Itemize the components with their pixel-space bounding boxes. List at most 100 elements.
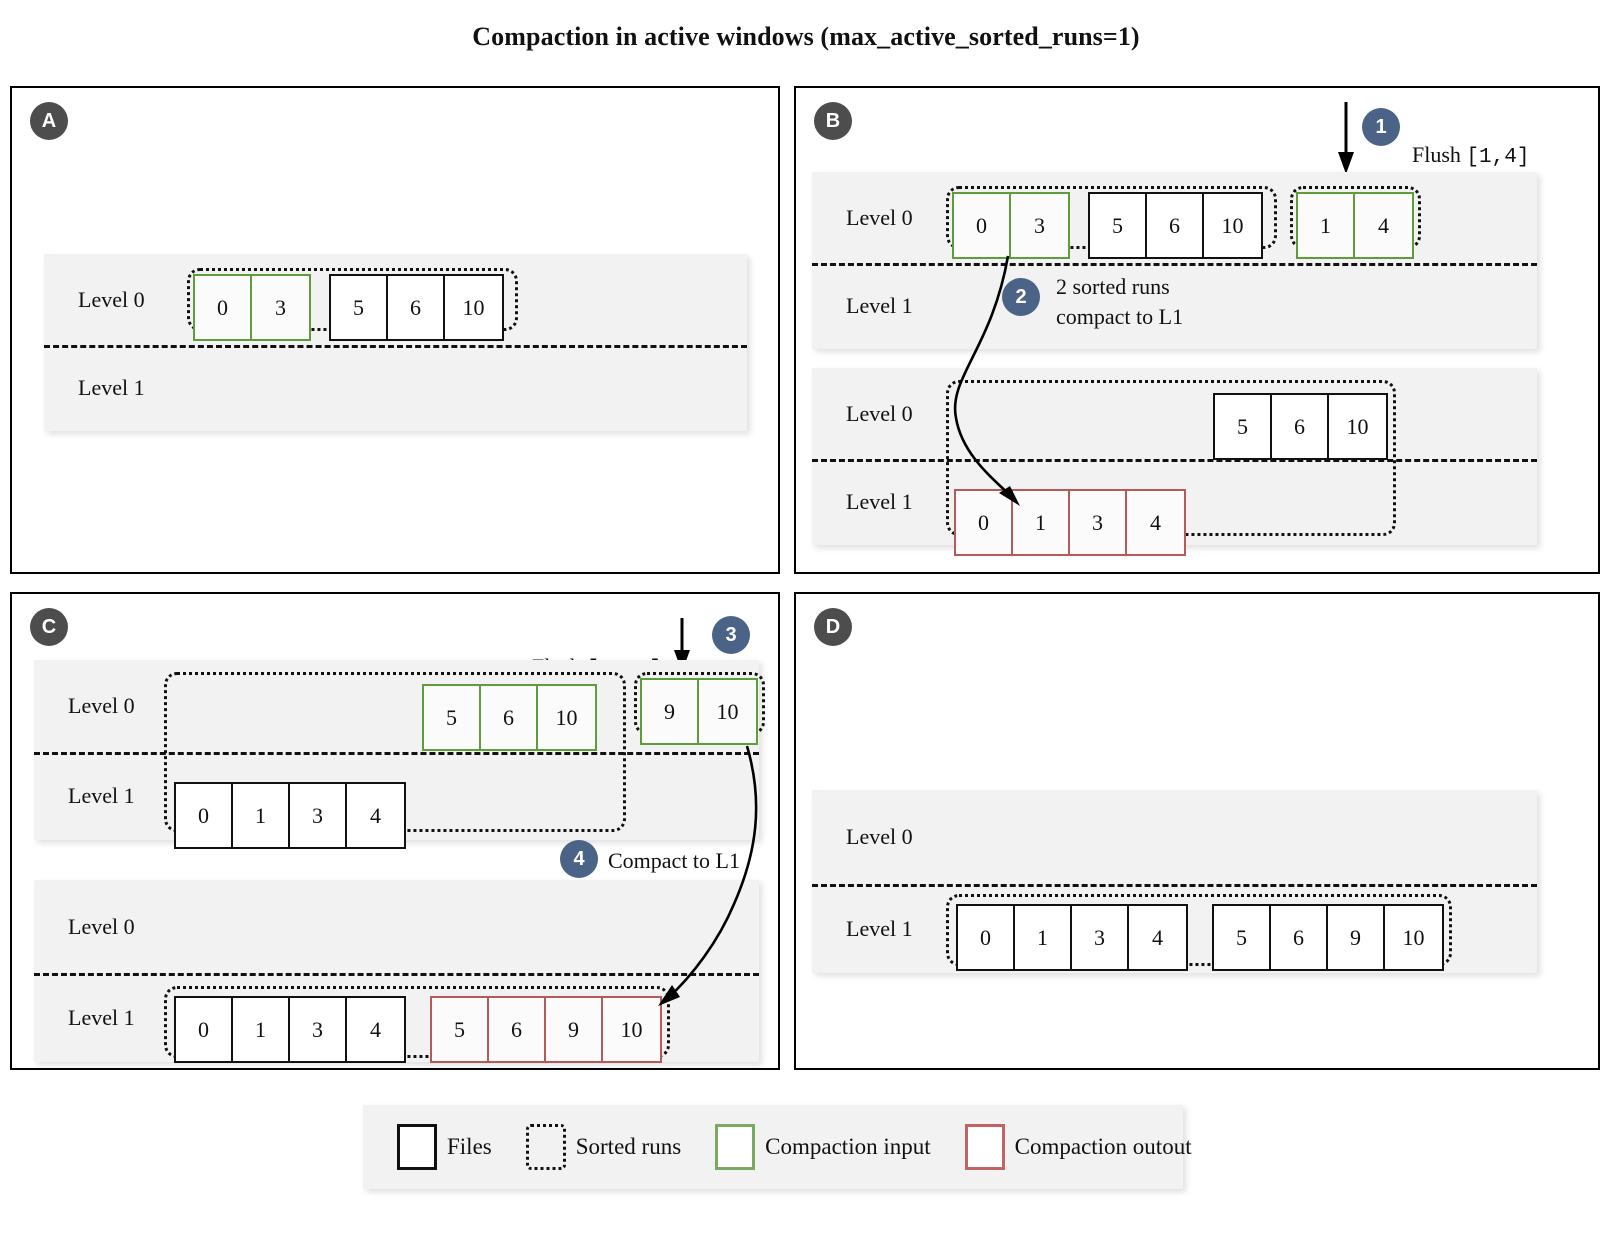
file-cell: 4	[347, 998, 404, 1061]
panel-d-level-divider	[812, 884, 1537, 887]
flush-range: [1,4]	[1466, 145, 1530, 169]
file-cell: 6	[1147, 194, 1204, 257]
panel-b-before-level0-row: Level 0	[812, 172, 1537, 263]
panel-c-after-band: Level 0 Level 1 0 1 3 4 5 6 9 10	[34, 880, 759, 1063]
file-cell: 0	[958, 906, 1015, 969]
panel-a-level-band: Level 0 Level 1 0 3 5 6 10	[44, 254, 747, 431]
file-cell: 6	[481, 686, 538, 749]
panel-b-before-level1-row: Level 1	[812, 263, 1537, 349]
panel-c-after-level0-row: Level 0	[34, 880, 759, 973]
panel-b-after-divider	[812, 459, 1537, 462]
panel-c: C Flush [9,10] 3 Level 0 Level 1 5 6 10	[10, 592, 780, 1070]
panel-d: D Level 0 Level 1 0 1 3 4 5 6 9 10	[794, 592, 1600, 1070]
file-cell: 3	[290, 998, 347, 1061]
files-swatch-icon	[397, 1124, 437, 1170]
file-cell: 3	[1011, 194, 1068, 257]
file-cell: 0	[176, 998, 233, 1061]
file-cell: 3	[290, 784, 347, 847]
legend: Files Sorted runs Compaction input Compa…	[363, 1105, 1192, 1189]
level0-label: Level 0	[846, 204, 913, 230]
file-group: 5 6 10	[422, 684, 597, 751]
legend-label: Sorted runs	[575, 1134, 682, 1159]
file-cell: 0	[954, 194, 1011, 257]
file-cell: 1	[1015, 906, 1072, 969]
file-group: 0 1 3 4	[954, 489, 1186, 556]
file-group: 5 6 9 10	[430, 996, 662, 1063]
file-cell: 5	[331, 276, 388, 339]
panel-b-before-divider	[812, 263, 1537, 266]
level1-label: Level 1	[846, 293, 913, 318]
legend-label: Files	[447, 1134, 492, 1159]
level0-label: Level 0	[68, 693, 135, 718]
file-cell: 4	[1355, 194, 1412, 257]
file-group: 5 6 10	[329, 274, 504, 341]
panel-c-after-level1-row: Level 1	[34, 973, 759, 1062]
file-cell: 10	[699, 680, 756, 743]
legend-item-sorted-runs: Sorted runs	[525, 1124, 682, 1170]
panel-d-level0-row: Level 0	[812, 790, 1537, 884]
panel-a-level-divider	[44, 345, 747, 348]
file-group: 9 10	[640, 678, 758, 745]
panel-c-after-divider	[34, 973, 759, 976]
figure-title: Compaction in active windows (max_active…	[472, 22, 1140, 51]
file-group: 0 1 3 4	[174, 782, 406, 849]
sorted-run	[164, 986, 670, 1058]
file-cell: 1	[233, 784, 290, 847]
sorted-runs-swatch-icon	[525, 1124, 566, 1170]
file-cell: 5	[1214, 906, 1271, 969]
file-cell: 6	[1272, 395, 1329, 458]
legend-item-compaction-output: Compaction outout	[964, 1124, 1192, 1170]
step-1-note: Flush [1,4]	[1412, 110, 1529, 172]
file-cell: 9	[1328, 906, 1385, 969]
legend-label: Compaction input	[765, 1134, 931, 1159]
compaction-input-swatch-icon	[715, 1124, 756, 1170]
level1-label: Level 1	[846, 489, 913, 514]
file-cell: 9	[642, 680, 699, 743]
file-cell: 3	[1070, 491, 1127, 554]
file-group: 0 1 3 4	[956, 904, 1188, 971]
file-cell: 10	[445, 276, 502, 339]
file-cell: 4	[1129, 906, 1186, 969]
file-cell: 4	[1127, 491, 1184, 554]
level0-label: Level 0	[846, 400, 913, 426]
step-badge-3: 3	[712, 616, 750, 654]
level1-label: Level 1	[78, 375, 145, 400]
file-cell: 1	[1013, 491, 1070, 554]
panel-b: B 1 Flush [1,4] Level 0 Level 1 0 3	[794, 86, 1600, 574]
file-group: 0 1 3 4	[174, 996, 406, 1063]
level0-label: Level 0	[846, 824, 913, 849]
panel-d-level-band: Level 0 Level 1 0 1 3 4 5 6 9 10	[812, 790, 1537, 973]
file-group: 1 4	[1296, 192, 1414, 259]
step-4-note: Compact to L1	[608, 848, 740, 873]
step-badge-4: 4	[560, 840, 598, 878]
file-cell: 10	[1204, 194, 1261, 257]
file-cell: 4	[347, 784, 404, 847]
file-cell: 6	[388, 276, 445, 339]
panel-c-before-band: Level 0 Level 1 5 6 10 0 1 3 4 9 10	[34, 660, 765, 849]
step-badge-2: 2	[1002, 278, 1040, 316]
step-badge-1: 1	[1362, 108, 1400, 146]
file-group: 0 3	[193, 274, 311, 341]
file-cell: 6	[489, 998, 546, 1061]
panel-a: A Level 0 Level 1 0 3 5 6 10	[10, 86, 780, 574]
panel-a-level1-row: Level 1	[44, 345, 747, 431]
sorted-run	[946, 894, 1452, 966]
level0-label: Level 0	[68, 913, 135, 939]
compaction-output-swatch-icon	[964, 1124, 1005, 1170]
file-cell: 1	[1298, 194, 1355, 257]
level1-label: Level 1	[846, 915, 913, 941]
file-cell: 3	[1072, 906, 1129, 969]
file-cell: 5	[1090, 194, 1147, 257]
file-cell: 10	[1329, 395, 1386, 458]
legend-item-compaction-input: Compaction input	[715, 1124, 931, 1170]
file-cell: 5	[432, 998, 489, 1061]
file-group: 5 6 9 10	[1212, 904, 1444, 971]
panel-b-after-band: Level 0 Level 1 5 6 10 0 1 3 4	[812, 368, 1537, 556]
panel-badge-d: D	[814, 608, 852, 646]
file-cell: 3	[252, 276, 309, 339]
legend-item-files: Files	[397, 1124, 492, 1170]
legend-label: Compaction outout	[1014, 1134, 1192, 1159]
file-group: 5 6 10	[1213, 393, 1388, 460]
file-cell: 6	[1271, 906, 1328, 969]
